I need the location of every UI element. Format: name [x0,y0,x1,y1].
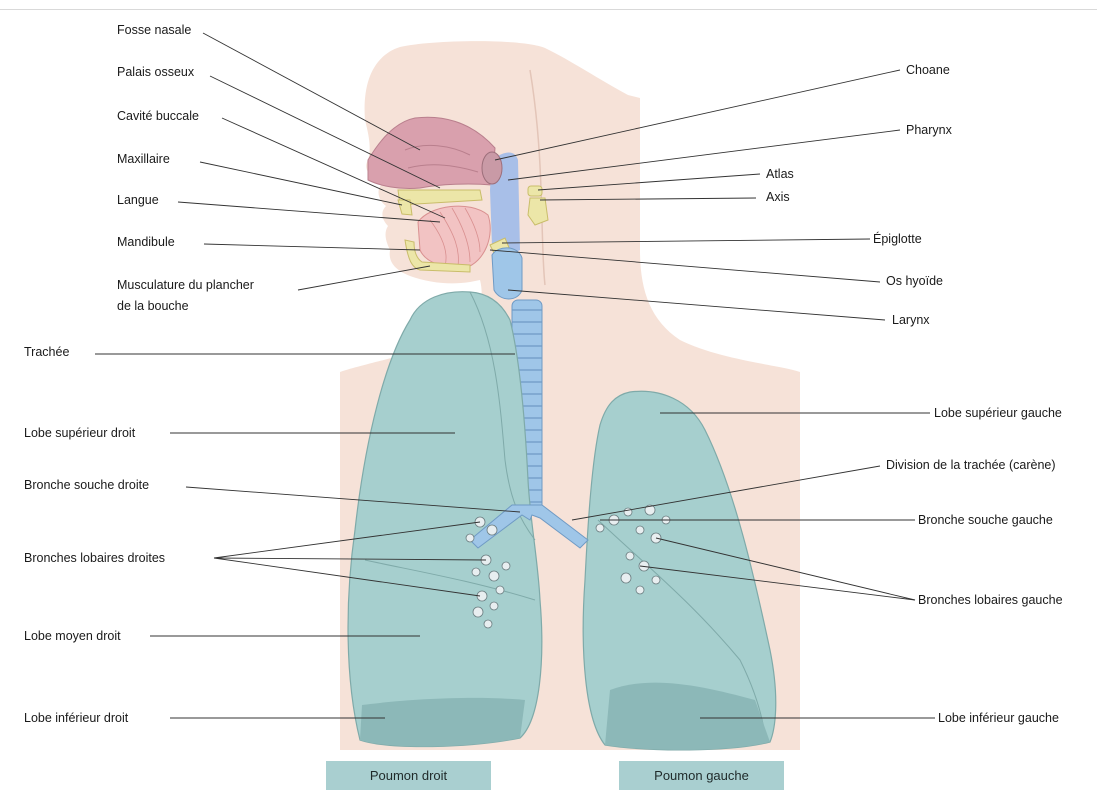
label-maxillaire: Maxillaire [117,152,170,166]
leader-musculature [298,266,430,290]
caption-right-lung-text: Poumon droit [370,768,447,783]
label-lobe-moyen-droit: Lobe moyen droit [24,629,121,643]
right-lung-lower-lobe [360,698,525,747]
label-pharynx: Pharynx [906,123,953,137]
label-bronche-souche-droite: Bronche souche droite [24,478,149,492]
label-bronche-souche-gauche: Bronche souche gauche [918,513,1053,527]
label-lobe-inf-droit: Lobe inférieur droit [24,711,129,725]
leader-mandibule [204,244,420,250]
label-langue: Langue [117,193,159,207]
label-axis: Axis [766,190,790,204]
label-mandibule: Mandibule [117,235,175,249]
label-musculature-line2: de la bouche [117,299,189,313]
label-cavite-buccale: Cavité buccale [117,109,199,123]
label-fosse-nasale: Fosse nasale [117,23,191,37]
label-bronches-lobaires-droites: Bronches lobaires droites [24,551,165,565]
caption-left-lung: Poumon gauche [619,761,784,790]
label-musculature-line1: Musculature du plancher [117,278,254,292]
label-lobe-inf-gauche: Lobe inférieur gauche [938,711,1059,725]
label-os-hyoide: Os hyoïde [886,274,943,288]
label-larynx: Larynx [892,313,930,327]
label-division-trachee: Division de la trachée (carène) [886,458,1056,472]
larynx-shape [492,248,522,299]
label-bronches-lobaires-gauche: Bronches lobaires gauche [918,593,1063,607]
label-epiglotte: Épiglotte [873,231,922,246]
label-lobe-sup-droit: Lobe supérieur droit [24,426,136,440]
label-atlas: Atlas [766,167,794,181]
label-choane: Choane [906,63,950,77]
choane-shape [482,152,502,184]
label-lobe-sup-gauche: Lobe supérieur gauche [934,406,1062,420]
atlas-vertebra [528,186,542,196]
label-trachee: Trachée [24,345,69,359]
caption-right-lung: Poumon droit [326,761,491,790]
caption-left-lung-text: Poumon gauche [654,768,749,783]
label-palais-osseux: Palais osseux [117,65,195,79]
